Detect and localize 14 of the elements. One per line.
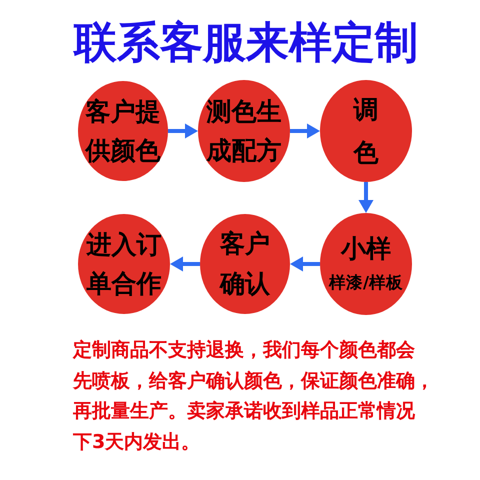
step-label: 进入订单合作 [85, 229, 162, 300]
title: 联系客服来样定制 [74, 17, 418, 69]
note-text: 定制商品不支持退换，我们每个颜色都会先喷板，给客户确认颜色，保证颜色准确，再批量生产。卖家承诺收到样品正常情况下3天内发出。 [73, 338, 435, 454]
step-label: 小样 [340, 233, 392, 265]
arrow [358, 182, 374, 213]
step-label: 测色生成配方 [205, 96, 282, 167]
step-label: 客户确认 [218, 228, 271, 300]
arrow [290, 124, 320, 138]
arrow [168, 124, 198, 138]
step-label: 调色 [352, 94, 380, 169]
arrow [290, 256, 320, 272]
step-label: 客户提供颜色 [84, 96, 162, 167]
arrow [170, 256, 200, 272]
step-sublabel: 样漆/样板 [328, 272, 404, 294]
